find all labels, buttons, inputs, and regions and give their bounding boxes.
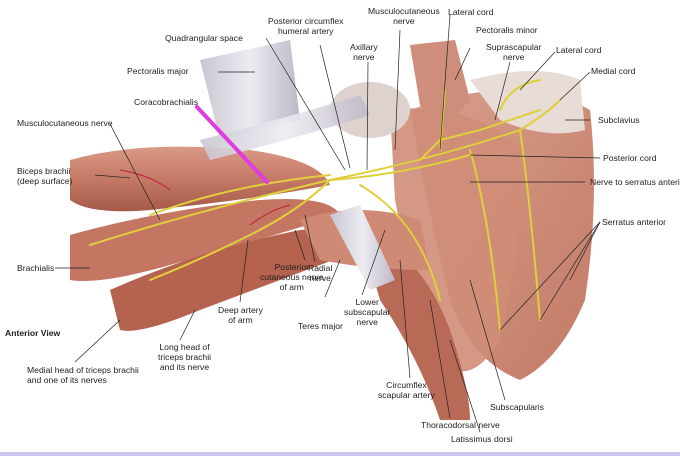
- label-serratus-anterior: Serratus anterior: [602, 217, 667, 227]
- label-teres-major: Teres major: [298, 321, 343, 331]
- pectoralis-minor-muscle: [410, 40, 470, 135]
- label-suprascapular-nerve: Suprascapular nerve: [486, 42, 542, 62]
- tendon-band: [200, 95, 370, 160]
- highlight-marker: [195, 105, 269, 184]
- humeral-head: [330, 82, 410, 138]
- label-musculocutaneous-nerve-top: Musculocutaneous nerve: [368, 6, 440, 26]
- label-biceps-brachii: Biceps brachii (deep surface): [17, 166, 73, 186]
- label-posterior-circumflex-humeral-artery: Posterior circumflex humeral artery: [268, 16, 344, 36]
- label-deep-artery-of-arm: Deep artery of arm: [218, 305, 263, 325]
- label-long-head-of-triceps: Long head of triceps brachii and its ner…: [158, 342, 212, 372]
- pectoralis-major-muscle: [200, 40, 300, 140]
- bottom-accent-bar: [0, 452, 680, 456]
- label-medial-head-of-triceps: Medial head of triceps brachii and one o…: [27, 365, 139, 385]
- label-nerve-to-serratus-anterior: Nerve to serratus anterior: [590, 177, 680, 187]
- label-thoracodorsal-nerve: Thoracodorsal nerve: [421, 420, 500, 430]
- label-pectoralis-major: Pectoralis major: [127, 66, 189, 76]
- label-brachialis: Brachialis: [17, 263, 55, 273]
- label-subclavius: Subclavius: [598, 115, 640, 125]
- label-radial-nerve: Radial nerve: [308, 263, 333, 283]
- clavicle-region: [470, 71, 585, 134]
- label-posterior-cutaneous-nerve: Posterior cutaneous nerve of arm: [260, 262, 324, 292]
- latissimus-tendon: [330, 205, 395, 290]
- label-lower-subscapular-nerve: Lower subscapular nerve: [344, 297, 391, 327]
- triceps-muscle: [110, 229, 360, 331]
- label-axillary-nerve: Axillary nerve: [350, 42, 378, 62]
- label-circumflex-scapular-artery: Circumflex scapular artery: [378, 380, 435, 400]
- label-pectoralis-minor: Pectoralis minor: [476, 25, 538, 35]
- label-lateral-cord-right: Lateral cord: [556, 45, 602, 55]
- label-subscapularis: Subscapularis: [490, 402, 544, 412]
- brachialis-muscle: [70, 199, 340, 281]
- label-medial-cord: Medial cord: [591, 66, 636, 76]
- label-quadrangular-space: Quadrangular space: [165, 33, 243, 43]
- label-lateral-cord-top: Lateral cord: [448, 7, 494, 17]
- leader-lines: [55, 14, 601, 433]
- label-posterior-cord: Posterior cord: [603, 153, 657, 163]
- brachial-plexus-nerves: [89, 79, 561, 331]
- arteries: [119, 169, 291, 226]
- label-musculocutaneous-nerve-left: Musculocutaneous nerve: [17, 118, 113, 128]
- label-anterior-view: Anterior View: [5, 328, 61, 338]
- label-coracobrachialis: Coracobrachialis: [134, 97, 199, 107]
- label-latissimus-dorsi: Latissimus dorsi: [451, 434, 513, 444]
